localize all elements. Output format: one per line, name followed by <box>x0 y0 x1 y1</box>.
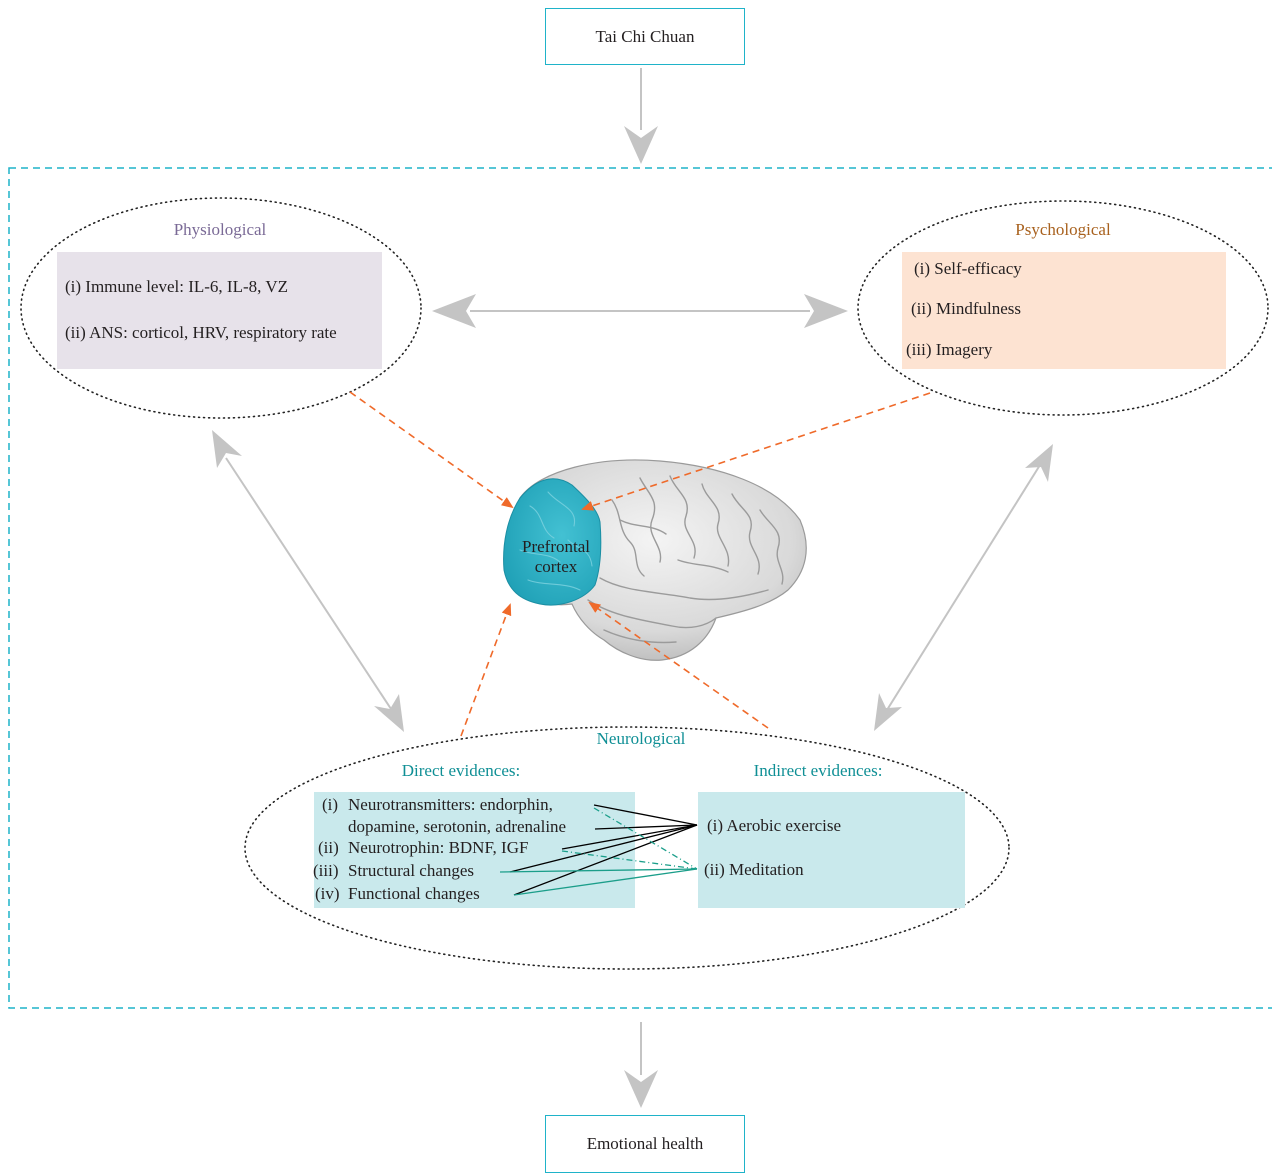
indirect-evidence-panel <box>698 792 965 908</box>
direct-item-2-number: (ii) <box>318 838 339 857</box>
physiological-ellipse <box>20 197 422 419</box>
arrow-frame-to-emotional-health <box>624 1022 658 1108</box>
physiological-item-1: (i) Immune level: IL-6, IL-8, VZ <box>65 277 288 296</box>
tai-chi-chuan-box: Tai Chi Chuan <box>545 8 745 65</box>
psychological-item-2: (ii) Mindfulness <box>911 299 1022 318</box>
physiological-title: Physiological <box>173 220 267 239</box>
direct-item-4-line1: Functional changes <box>348 884 480 903</box>
double-arrow-physio-neuro <box>212 430 404 732</box>
prefrontal-label-line2: cortex <box>534 557 578 576</box>
outer-frame <box>8 167 1272 1009</box>
orange-arrows <box>349 391 931 737</box>
direct-item-4-number: (iv) <box>315 884 340 903</box>
arrow-psycho-to-pfc <box>581 392 931 511</box>
emotional-health-label: Emotional health <box>586 1134 704 1153</box>
direct-item-3-line1: Structural changes <box>348 861 475 880</box>
physiological-panel <box>57 252 382 369</box>
arrow-neuro-right-to-pfc <box>588 601 769 729</box>
physiological-item-2: (ii) ANS: corticol, HRV, respiratory rat… <box>65 323 337 342</box>
tai-chi-chuan-label: Tai Chi Chuan <box>595 26 695 46</box>
arrow-neuro-left-to-pfc <box>460 603 512 737</box>
psychological-item-1: (i) Self-efficacy <box>914 259 1022 278</box>
direct-item-1-number: (i) <box>322 795 339 814</box>
direct-item-2-line1: Neurotrophin: BDNF, IGF <box>348 838 529 857</box>
prefrontal-label-line1: Prefrontal <box>522 537 590 556</box>
neurological-title: Neurological <box>596 729 686 748</box>
direct-item-3-number: (iii) <box>313 861 339 880</box>
direct-evidences-header: Direct evidences: <box>401 761 521 780</box>
psychological-title: Psychological <box>1015 220 1111 239</box>
evidence-links <box>499 804 698 896</box>
psychological-item-3: (iii) Imagery <box>906 340 993 359</box>
emotional-health-box: Emotional health <box>545 1115 745 1173</box>
direct-item-1-line2: dopamine, serotonin, adrenaline <box>348 817 567 836</box>
arrow-physio-to-pfc <box>349 391 514 509</box>
neurological-ellipse <box>244 726 1010 970</box>
direct-item-1-line1: Neurotransmitters: endorphin, <box>348 795 553 814</box>
psychological-panel <box>902 252 1226 369</box>
prefrontal-cortex-label: Prefrontal cortex <box>522 537 590 577</box>
arrow-tai-chi-to-frame <box>624 68 658 164</box>
double-arrow-psycho-neuro <box>874 444 1053 731</box>
indirect-item-1: (i) Aerobic exercise <box>707 816 842 835</box>
indirect-evidences-header: Indirect evidences: <box>753 761 883 780</box>
double-arrow-physio-psycho <box>432 294 848 328</box>
indirect-item-2: (ii) Meditation <box>704 860 804 879</box>
psychological-ellipse <box>857 200 1269 416</box>
brain-illustration <box>503 459 807 661</box>
direct-evidence-panel <box>314 792 635 908</box>
